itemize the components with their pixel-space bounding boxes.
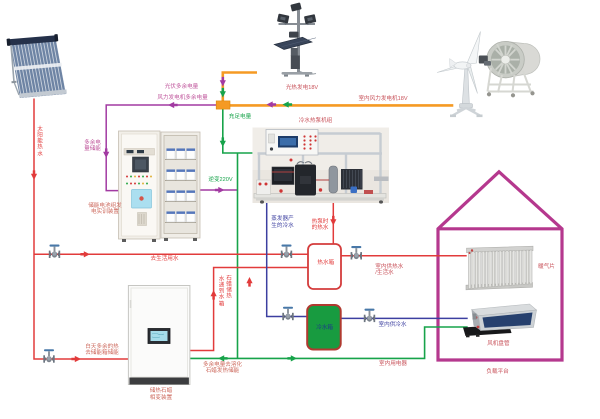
solar-collector-photo [6, 34, 67, 98]
solar-tracker-photo [273, 2, 317, 77]
valve-icon [43, 349, 55, 363]
radiator-fins-icon [468, 249, 533, 289]
hot-water-tank [307, 243, 342, 290]
label-indoor-cold-supply: 室内供冷水 [378, 321, 407, 328]
label-surplus-storage: 多余电 量储能 [84, 139, 101, 152]
label-day-surplus-heat: 白天多余的热 去储能箱储能 [85, 343, 119, 356]
label-heat-pump-unit: 冷水热泵机组 [298, 118, 333, 125]
label-indoor-wind-turbine: 室内风力发电机18V [358, 95, 408, 102]
cold-water-pipes [265, 202, 468, 320]
battery-cabinets-photo [118, 130, 201, 242]
valve-icon [282, 306, 294, 321]
label-pv-surplus: 光伏多余电量 [164, 83, 199, 90]
tracker-lamp-icon [277, 2, 317, 26]
power-junction-box [215, 100, 231, 110]
orange-generation-wires [221, 71, 454, 107]
label-indoor-hot-supply: 室内供热水 /生活水 [375, 263, 404, 276]
house-outline [436, 169, 564, 362]
label-heat-pump-hot-water: 热泵时 的热水 [311, 218, 329, 231]
label-sufficient-power: 充足电量 [228, 113, 252, 120]
indicator-lights-icon [126, 175, 152, 185]
panel-buttons-icon [303, 135, 317, 150]
wind-turbine-photo [436, 31, 483, 118]
label-solar-hot-water: 太阳能热水 [37, 125, 43, 157]
label-pv-generation: 光热发电18V [285, 84, 319, 91]
valve-icon [48, 244, 61, 258]
fan-stand-icon [486, 67, 534, 93]
label-load-platform: 负载平台 [486, 368, 509, 375]
valve-icon [350, 246, 362, 260]
label-paraffin-device: 储热石蜡 相变装置 [149, 388, 173, 401]
label-to-domestic-water: 去生活用水 [150, 256, 179, 263]
battery-shelves-icon [165, 148, 196, 223]
label-radiator: 暖气片 [538, 263, 555, 270]
green-supply-wires [189, 108, 468, 360]
label-indoor-appliances: 室内用电器 [379, 360, 407, 367]
label-fan-coil: 风机盘管 [487, 340, 510, 347]
label-surplus-to-paraffin: 多余电量去溶化 石蜡发热储能 [202, 361, 243, 374]
heat-pump-photo [252, 127, 389, 204]
radiator-photo [465, 245, 534, 291]
fan-coil-photo [463, 303, 538, 338]
wind-tunnel-fan-photo [478, 40, 541, 98]
label-wind-surplus: 风力发电机多余电量 [157, 94, 208, 101]
label-battery-cabinet: 储能电池组发 电实训装置 [88, 202, 122, 215]
hot-water-pipes [33, 98, 467, 360]
label-cold-tank: 冷水箱 [316, 324, 333, 331]
cold-water-tank [306, 304, 342, 351]
valve-icon [280, 244, 293, 258]
label-paraffin-heat-to-tank-right: 石蜡储热 [226, 275, 232, 300]
label-inverter-220v: 逆变220V [208, 176, 233, 183]
label-evaporator-cold-water: 蒸发器产 生的冷水 [271, 216, 294, 229]
paraffin-cabinet-photo [127, 285, 191, 385]
label-hot-tank: 热水箱 [317, 260, 335, 267]
valve-icon [363, 308, 376, 323]
label-paraffin-heat-to-tank-left: 水递到水箱 [218, 275, 225, 307]
